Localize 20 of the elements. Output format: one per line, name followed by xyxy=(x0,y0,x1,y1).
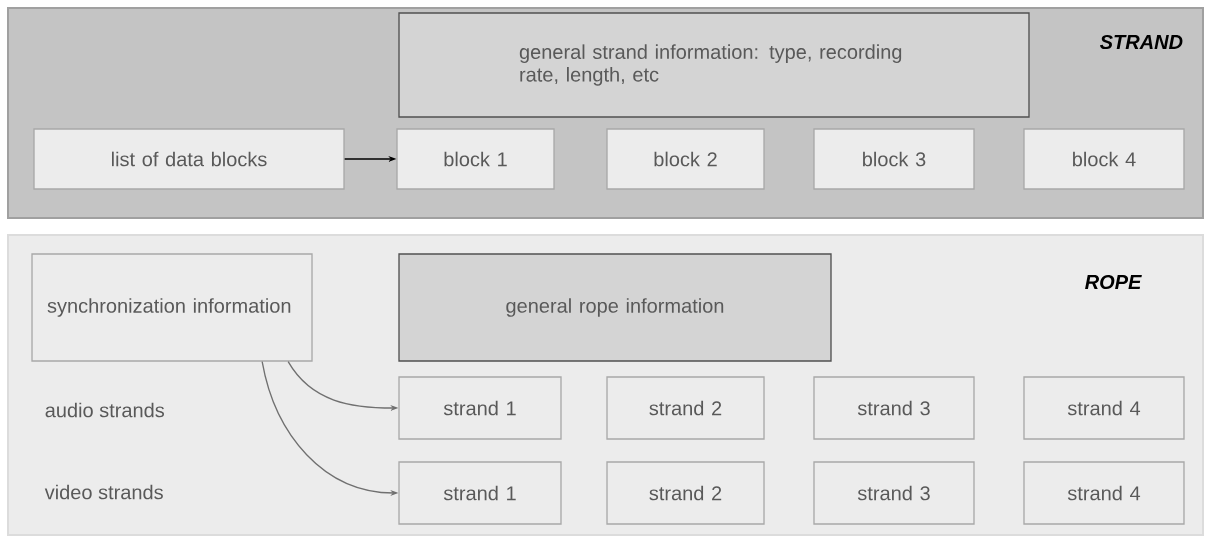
item-box: block 2 xyxy=(606,128,765,190)
panel-heading: ROPE xyxy=(1085,274,1142,290)
item-box: strand 3 xyxy=(813,376,975,440)
item-box: block 3 xyxy=(813,128,975,190)
item-box: strand 3 xyxy=(813,461,975,525)
item-box: strand 4 xyxy=(1023,461,1185,525)
item-box: block 1 xyxy=(396,128,555,190)
item-box: synchronization information xyxy=(31,253,313,362)
item-box: strand 1 xyxy=(398,461,562,525)
item-box: strand 2 xyxy=(606,461,765,525)
item-box: strand 4 xyxy=(1023,376,1185,440)
row-label: video strands xyxy=(44,484,163,500)
item-box: list of data blocks xyxy=(33,128,345,190)
panel-heading: STRAND xyxy=(1099,34,1183,50)
info-box: general strand information: type, recording rate, length, etc xyxy=(398,12,1030,118)
info-box: general rope information xyxy=(398,253,832,362)
item-box: strand 1 xyxy=(398,376,562,440)
item-box: strand 2 xyxy=(606,376,765,440)
item-box: block 4 xyxy=(1023,128,1185,190)
row-label: audio strands xyxy=(45,402,164,418)
